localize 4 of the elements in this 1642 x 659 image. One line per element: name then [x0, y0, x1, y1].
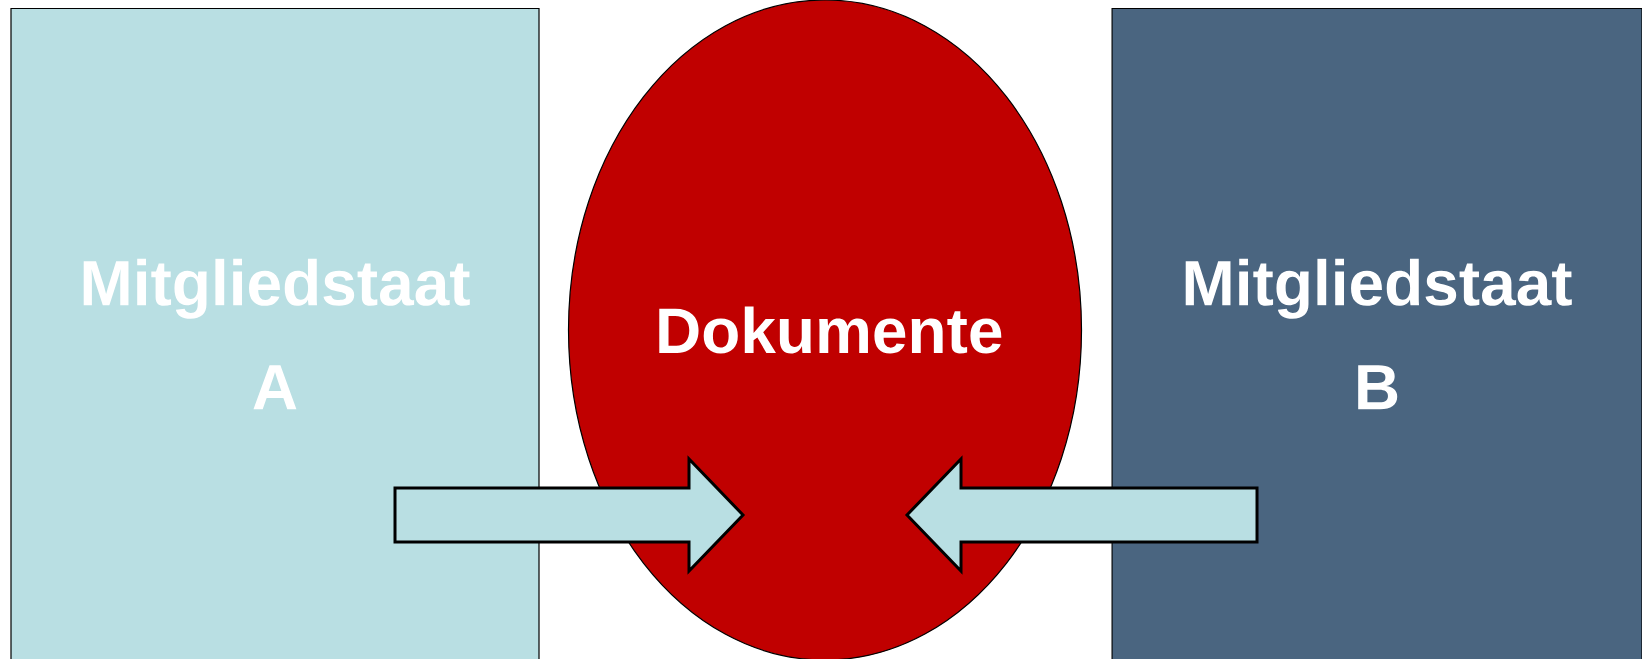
member-state-box: Mitgliedstaat B: [1111, 7, 1642, 659]
block-arrow: [393, 455, 746, 575]
block-arrow: [904, 455, 1259, 575]
member-state-box: Mitgliedstaat A: [10, 7, 540, 659]
